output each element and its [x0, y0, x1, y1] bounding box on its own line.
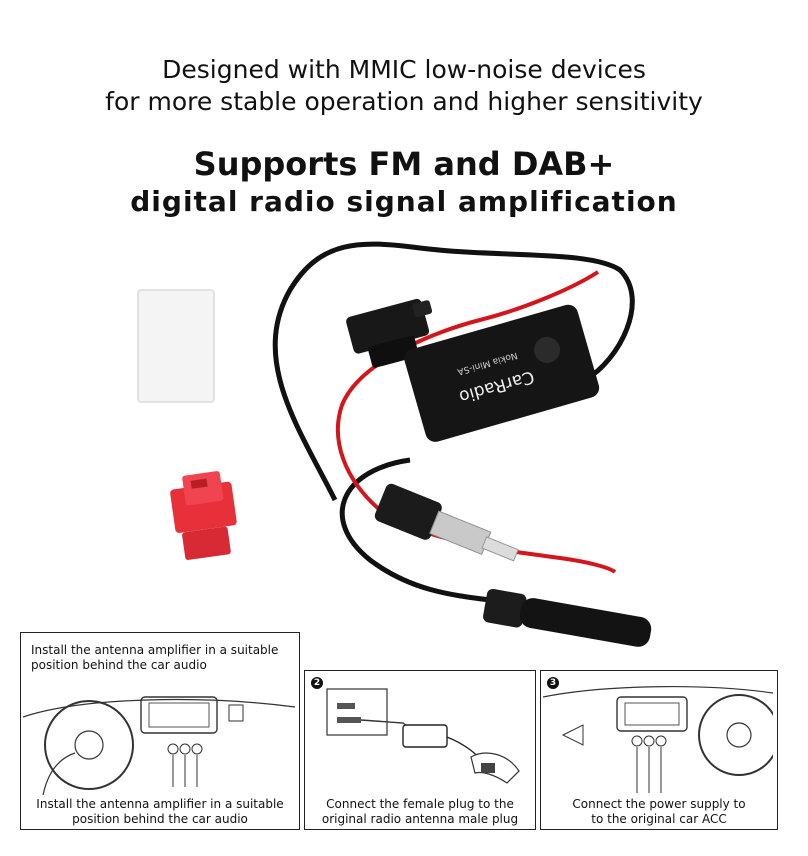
instruction-panel-1: Install the antenna amplifier in a suita… [20, 632, 300, 830]
amplifier-box: CarRadio Nokia Mini-SA [404, 304, 600, 442]
adhesive-pad [137, 289, 215, 403]
headline-line-2: for more stable operation and higher sen… [105, 87, 703, 116]
step-number-3: 3 [547, 677, 559, 689]
instruction-panel-2: 2 Connect the female plug to the origina… [304, 670, 536, 830]
headline-title: Supports FM and DAB+ [193, 145, 615, 183]
male-antenna-plug [374, 483, 519, 562]
black-wire [272, 241, 635, 502]
panel-1-top-caption-line-2: position behind the car audio [31, 658, 207, 672]
fuse-holder [346, 298, 433, 368]
panel-2-bottom-caption-line-1: Connect the female plug to the [326, 797, 514, 811]
panel-2-bottom-caption: Connect the female plug to the original … [305, 797, 535, 827]
red-wire [335, 270, 617, 574]
connection-illustration-2 [326, 688, 520, 784]
headline-subtitle: digital radio signal amplification [130, 185, 678, 218]
dashboard-illustration-1 [23, 696, 295, 795]
panel-3-bottom-caption-line-1: Connect the power supply to [572, 797, 746, 811]
step-number-2: 2 [311, 677, 323, 689]
dashboard-illustration-3 [543, 685, 773, 793]
black-wire-lower [339, 457, 491, 603]
panel-2-bottom-caption-line-2: original radio antenna male plug [321, 812, 519, 826]
panel-1-bottom-caption: Install the antenna amplifier in a suita… [21, 797, 299, 827]
panel-1-bottom-caption-line-2: position behind the car audio [72, 812, 248, 826]
panel-1-bottom-caption-line-1: Install the antenna amplifier in a suita… [36, 797, 284, 811]
headline-line-1: Designed with MMIC low-noise devices [162, 55, 646, 84]
instruction-panel-3: 3 Connect the power supply to to the ori… [540, 670, 778, 830]
product-illustration: CarRadio Nokia Mini-SA [137, 241, 652, 647]
wire-tap-connector [170, 471, 237, 560]
panel-3-bottom-caption: Connect the power supply to to the origi… [541, 797, 777, 827]
panel-1-top-caption: Install the antenna amplifier in a suita… [31, 643, 278, 673]
female-antenna-socket [483, 588, 652, 647]
panel-1-top-caption-line-1: Install the antenna amplifier in a suita… [31, 643, 279, 657]
panel-3-bottom-caption-line-2: to the original car ACC [591, 812, 727, 826]
